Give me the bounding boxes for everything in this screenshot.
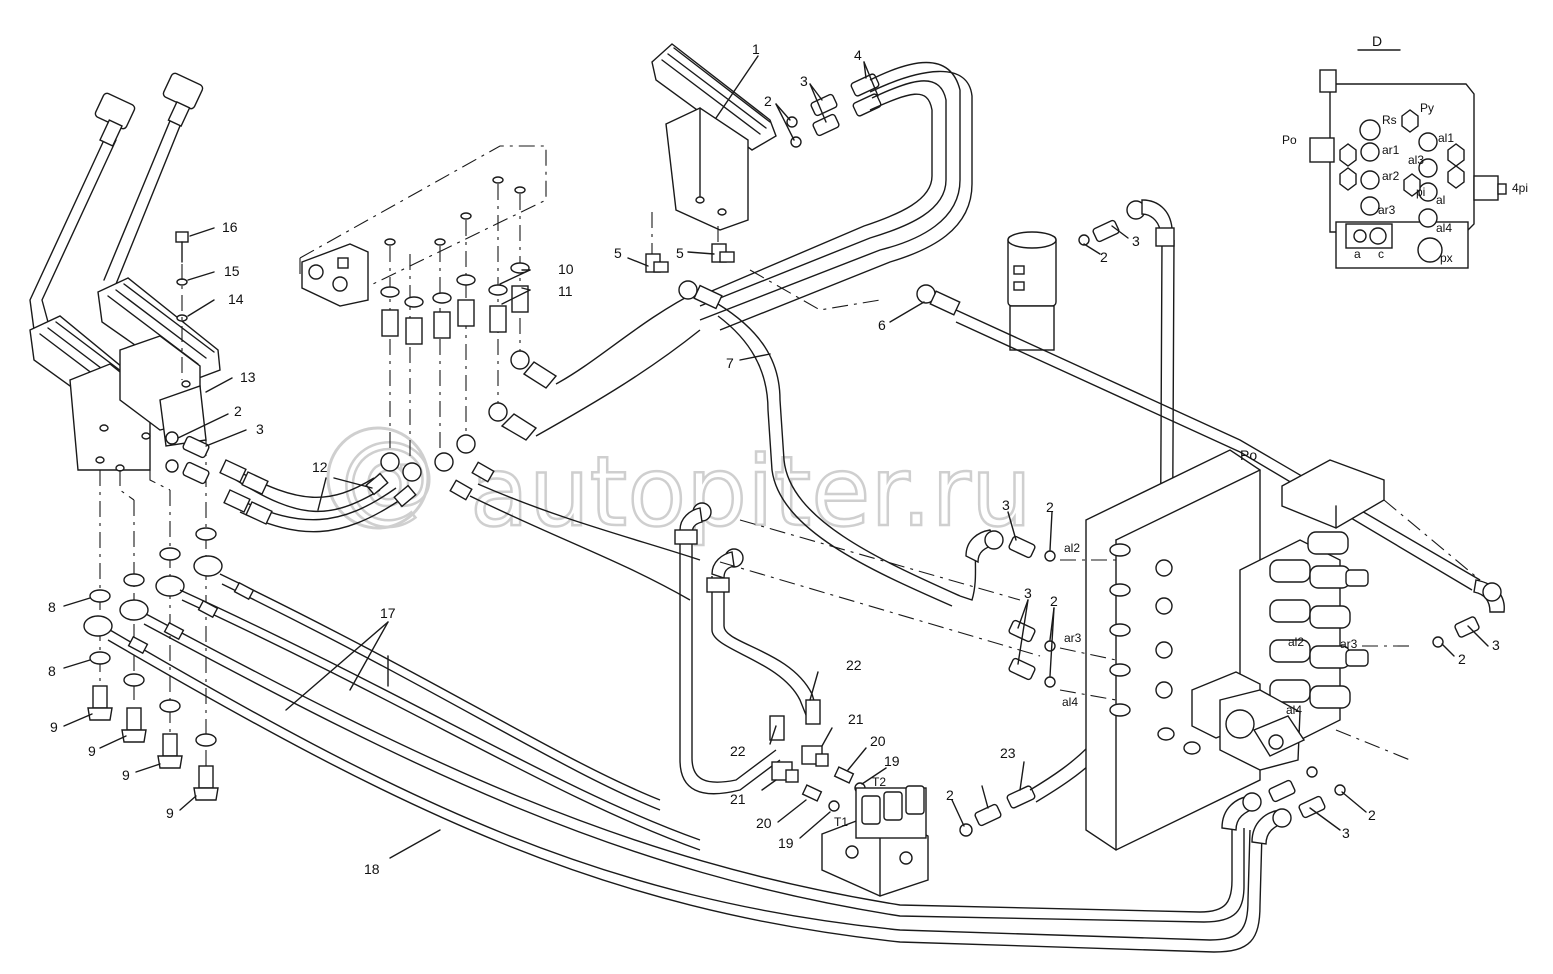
callout-2: 2 (1046, 499, 1054, 515)
callout-3: 3 (1002, 497, 1010, 513)
callout-2: 2 (1100, 249, 1108, 265)
steering-unit (749, 199, 1505, 648)
callout-9: 9 (166, 805, 174, 821)
callout-1: 1 (752, 41, 760, 57)
callout-2: 2 (946, 787, 954, 803)
callout-12: 12 (312, 459, 328, 475)
callout-14: 14 (228, 291, 244, 307)
callout-11: 11 (558, 283, 573, 299)
callout-23: 23 (1000, 745, 1016, 761)
port-label-py: Py (1420, 101, 1434, 115)
callout-2: 2 (234, 403, 242, 419)
valve-body-label-ar3: ar3 (1340, 637, 1358, 651)
callout-20: 20 (870, 733, 886, 749)
port-label-po-detail: Po (1282, 133, 1297, 147)
valve-label-al2: al2 (1064, 541, 1080, 555)
valve-label-al4: al4 (1062, 695, 1078, 709)
callout-16: 16 (222, 219, 238, 235)
callout-2: 2 (1050, 593, 1058, 609)
port-label-al: al (1436, 193, 1445, 207)
port-label-al1: al1 (1438, 131, 1454, 145)
callout-22: 22 (846, 657, 862, 673)
port-label-rs: Rs (1382, 113, 1397, 127)
valve-body-label-al4: al4 (1286, 703, 1302, 717)
callout-3: 3 (256, 421, 264, 437)
valve-label-ar3: ar3 (1064, 631, 1082, 645)
callout-5: 5 (614, 245, 622, 261)
callout-19: 19 (778, 835, 794, 851)
hose-7-and-22 (674, 280, 1004, 812)
leader-lines (63, 55, 1489, 859)
callout-2: 2 (1458, 651, 1466, 667)
callout-4: 4 (854, 47, 862, 63)
port-label-ar3: ar3 (1378, 203, 1396, 217)
port-label-a: a (1354, 247, 1361, 261)
top-pedal-assembly (645, 43, 973, 331)
callout-9: 9 (88, 743, 96, 759)
callout-5: 5 (676, 245, 684, 261)
port-label-al3: al3 (1408, 153, 1424, 167)
port-label-ar2: ar2 (1382, 169, 1400, 183)
brake-valve-label-t2: T2 (872, 775, 886, 789)
labels: D Rs Py Po ar1 al1 ar2 al3 pi ar3 al al4… (48, 33, 1528, 877)
callout-18: 18 (364, 861, 380, 877)
brake-valve-label-t1: T1 (834, 815, 848, 829)
callout-20: 20 (756, 815, 772, 831)
port-label-ar1: ar1 (1382, 143, 1400, 157)
port-label-pi: pi (1416, 185, 1425, 199)
port-label-4pi: 4pi (1512, 181, 1528, 195)
callout-19: 19 (884, 753, 900, 769)
left-pedal-assembly (29, 72, 223, 801)
middle-manifold (219, 145, 701, 601)
callout-13: 13 (240, 369, 256, 385)
callout-2: 2 (1368, 807, 1376, 823)
callout-9: 9 (50, 719, 58, 735)
callout-7: 7 (726, 355, 734, 371)
callout-3: 3 (800, 73, 808, 89)
callout-9: 9 (122, 767, 130, 783)
callout-2: 2 (764, 93, 772, 109)
callout-3: 3 (1132, 233, 1140, 249)
valve-label-po: Po (1240, 447, 1257, 463)
callout-3: 3 (1024, 585, 1032, 601)
valve-ports (1109, 543, 1201, 755)
detail-view-d (1309, 49, 1507, 269)
callout-3: 3 (1342, 825, 1350, 841)
long-hoses (107, 573, 1292, 953)
callout-6: 6 (878, 317, 886, 333)
callout-8: 8 (48, 599, 56, 615)
valve-spools (1269, 531, 1369, 709)
callout-15: 15 (224, 263, 240, 279)
callout-8: 8 (48, 663, 56, 679)
callout-10: 10 (558, 261, 574, 277)
callout-21: 21 (730, 791, 746, 807)
valve-body-label-al2: al2 (1288, 635, 1304, 649)
callout-21: 21 (848, 711, 864, 727)
watermark-at-sign: @ (340, 421, 436, 533)
main-control-valve (719, 449, 1481, 851)
detail-view-title: D (1372, 33, 1382, 49)
callout-3: 3 (1492, 637, 1500, 653)
callout-17: 17 (380, 605, 396, 621)
watermark-text: autopiter.ru (470, 436, 1032, 548)
port-label-al4: al4 (1436, 221, 1452, 235)
watermark: @ autopiter.ru (326, 420, 1033, 549)
callout-22: 22 (730, 743, 746, 759)
port-label-c: c (1378, 247, 1384, 261)
port-label-px: px (1440, 251, 1453, 265)
